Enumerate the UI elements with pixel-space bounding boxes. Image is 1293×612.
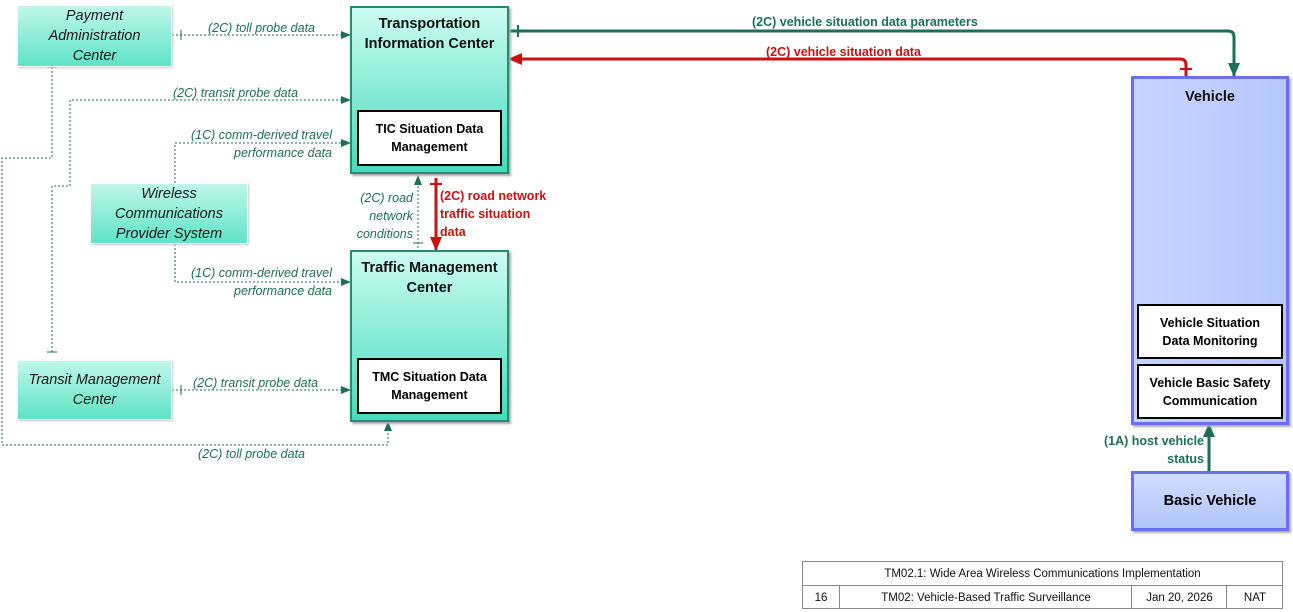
diagram-scope: NAT <box>1226 586 1283 609</box>
parent-package: TM02: Vehicle-Based Traffic Surveillance <box>839 586 1132 609</box>
vehicle-situation-data-monitoring-label: Vehicle Situation Data Monitoring <box>1159 315 1261 348</box>
page-number: 16 <box>814 591 828 604</box>
flow-transit-probe-top <box>51 96 351 352</box>
flow-toll-probe-bottom <box>1 67 392 446</box>
label-road-network-conditions: (2C) road network conditions <box>356 191 413 241</box>
vehicle-basic-safety-communication-label: Vehicle Basic Safety Communication <box>1149 375 1271 408</box>
tmc-title: Traffic Management Center <box>361 260 498 296</box>
payment-administration-center: Payment Administration Center <box>17 5 172 67</box>
flow-comm-travel-top <box>174 139 351 183</box>
vehicle-basic-safety-communication: Vehicle Basic Safety Communication <box>1137 364 1283 419</box>
diagram-date: Jan 20, 2026 <box>1131 586 1227 609</box>
label-transit-probe-top: (2C) transit probe data <box>173 86 299 100</box>
transit-management-center: Transit Management Center <box>17 360 172 420</box>
vehicle-title: Vehicle <box>1185 89 1235 105</box>
basic-vehicle: Basic Vehicle <box>1131 471 1289 531</box>
label-comm-travel-top: (1C) comm-derived travel performance dat… <box>190 128 332 160</box>
label-comm-travel-bottom: (1C) comm-derived travel performance dat… <box>190 266 332 298</box>
wireless-communications-provider-system-label: Wireless Communications Provider System <box>115 185 223 242</box>
basic-vehicle-label: Basic Vehicle <box>1163 493 1257 509</box>
flow-vehicle-situation-data <box>508 53 1188 77</box>
label-transit-probe-bottom: (2C) transit probe data <box>193 376 319 390</box>
title-block: TM02.1: Wide Area Wireless Communication… <box>802 561 1283 609</box>
tic-situation-data-management: TIC Situation Data Management <box>357 110 502 166</box>
tmc-situation-data-management: TMC Situation Data Management <box>357 358 502 414</box>
label-vehicle-situation-params: (2C) vehicle situation data parameters <box>752 15 978 29</box>
tmc-situation-data-management-label: TMC Situation Data Management <box>372 370 487 402</box>
wireless-communications-provider-system: Wireless Communications Provider System <box>90 183 248 244</box>
vehicle-situation-data-monitoring: Vehicle Situation Data Monitoring <box>1137 304 1283 359</box>
label-toll-probe-top: (2C) toll probe data <box>208 21 316 35</box>
label-toll-probe-bottom: (2C) toll probe data <box>198 447 306 461</box>
tic-situation-data-management-label: TIC Situation Data Management <box>375 122 484 154</box>
tic-title: Transportation Information Center <box>364 16 495 52</box>
label-host-vehicle-status: (1A) host vehicle status <box>1103 434 1204 466</box>
payment-administration-center-label: Payment Administration Center <box>48 8 141 64</box>
label-road-network-traffic: (2C) road network traffic situation data <box>440 189 547 239</box>
label-vehicle-situation-data: (2C) vehicle situation data <box>766 45 921 59</box>
flow-vehicle-situation-params <box>508 29 1240 77</box>
transit-management-center-label: Transit Management Center <box>28 372 161 408</box>
service-package-title: TM02.1: Wide Area Wireless Communication… <box>803 562 1282 586</box>
flow-comm-travel-bottom <box>174 244 351 286</box>
